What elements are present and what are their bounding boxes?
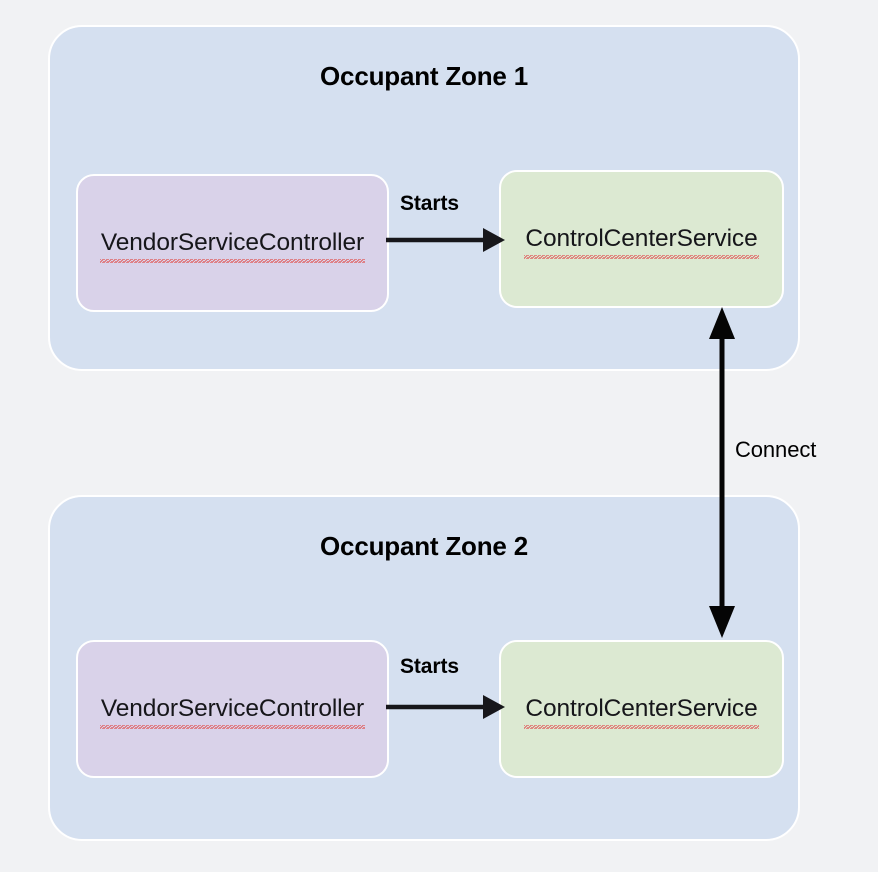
occupant-zone-2-title: Occupant Zone 2 [320,531,528,561]
starts-edge-label-zone-2: Starts [400,655,459,678]
control-center-service-node-zone-2[interactable]: ControlCenterService [499,640,784,778]
vendor-service-controller-label-zone-2: VendorServiceController [99,695,366,729]
vendor-service-controller-node-zone-2[interactable]: VendorServiceController [76,640,389,778]
connect-edge-label: Connect [735,437,817,462]
vendor-service-controller-label-zone-1: VendorServiceController [99,229,366,263]
control-center-service-node-zone-1[interactable]: ControlCenterService [499,170,784,308]
occupant-zone-1-title: Occupant Zone 1 [320,61,528,91]
control-center-service-label-zone-1: ControlCenterService [524,225,759,259]
starts-edge-label-zone-1: Starts [400,192,459,215]
vendor-service-controller-node-zone-1[interactable]: VendorServiceController [76,174,389,312]
control-center-service-label-zone-2: ControlCenterService [524,695,759,729]
